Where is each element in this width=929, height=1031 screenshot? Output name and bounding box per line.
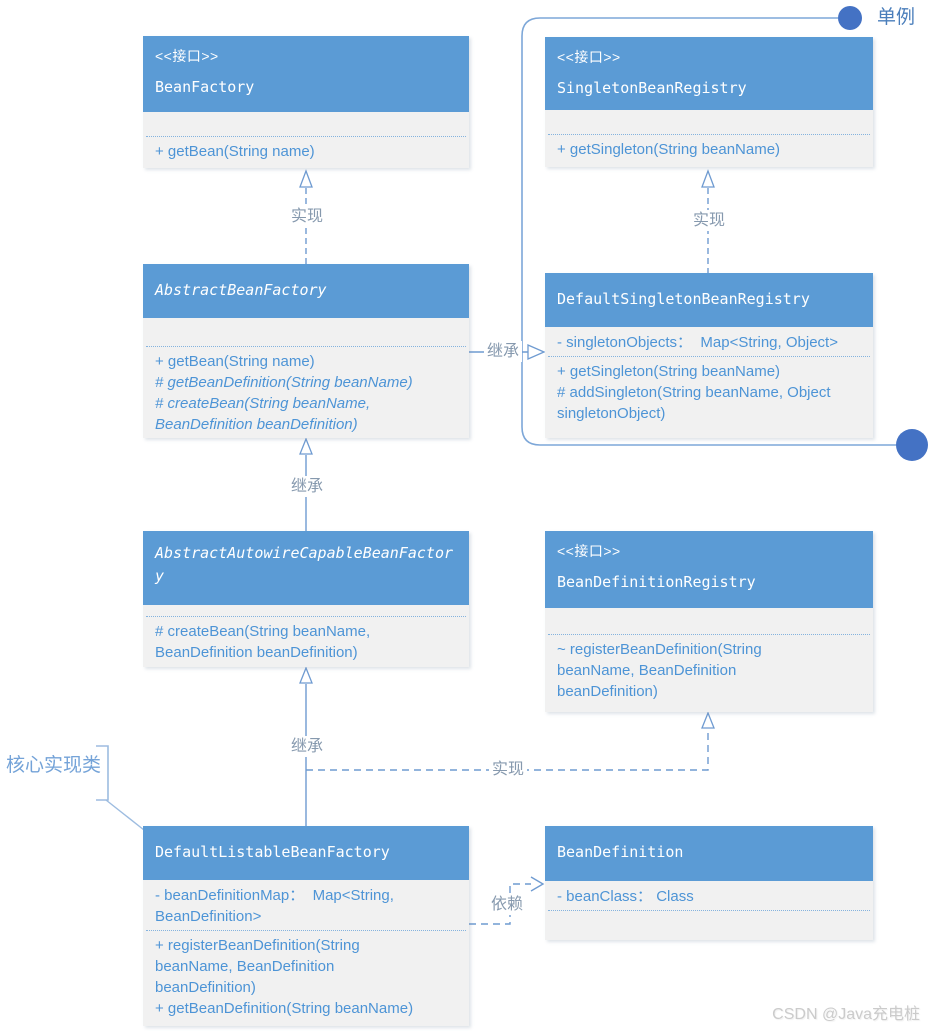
inherit-arrowhead-registry bbox=[527, 344, 546, 360]
method: # getBeanDefinition(String beanName) bbox=[155, 374, 413, 391]
class-body: ~ registerBeanDefinition(String beanName… bbox=[545, 608, 873, 712]
class-name: DefaultListableBeanFactory bbox=[155, 843, 390, 861]
depend-arrowhead-beandefinition bbox=[530, 876, 545, 892]
method: # addSingleton(String beanName, Object s… bbox=[557, 384, 831, 422]
method: # createBean(String beanName, BeanDefini… bbox=[155, 395, 371, 433]
method: # createBean(String beanName, BeanDefini… bbox=[155, 623, 371, 661]
member-separator bbox=[548, 634, 870, 635]
method: + getBean(String name) bbox=[155, 353, 315, 370]
edge-label-realize-singletonregistry: 实现 bbox=[690, 210, 729, 231]
edge-label-inherit-abstract: 继承 bbox=[288, 476, 327, 497]
class-header: AbstractAutowireCapableBeanFactory bbox=[143, 531, 469, 605]
class-header: BeanDefinition bbox=[545, 826, 873, 881]
class-singleton-bean-registry: <<接口>> SingletonBeanRegistry + getSingle… bbox=[545, 37, 873, 167]
edge-label-inherit-listable: 继承 bbox=[288, 736, 327, 757]
realize-arrowhead-definitionregistry bbox=[701, 711, 715, 729]
core-impl-leader-line bbox=[105, 799, 145, 831]
class-default-singleton-bean-registry: DefaultSingletonBeanRegistry - singleton… bbox=[545, 273, 873, 438]
class-bean-definition-registry: <<接口>> BeanDefinitionRegistry ~ register… bbox=[545, 531, 873, 712]
member-separator bbox=[548, 134, 870, 135]
class-bean-factory: <<接口>> BeanFactory + getBean(String name… bbox=[143, 36, 469, 168]
field: - beanDefinitionMap： Map<String, BeanDef… bbox=[155, 887, 394, 925]
edge-label-inherit-registry: 继承 bbox=[484, 341, 523, 362]
method: + registerBeanDefinition(String beanName… bbox=[155, 937, 360, 996]
core-impl-bracket bbox=[96, 745, 109, 801]
core-impl-annotation: 核心实现类 bbox=[6, 755, 102, 776]
method: + getSingleton(String beanName) bbox=[557, 363, 781, 380]
class-header: DefaultSingletonBeanRegistry bbox=[545, 273, 873, 327]
method: + getSingleton(String beanName) bbox=[557, 141, 781, 158]
realize-arrowhead-beanfactory bbox=[299, 169, 313, 188]
class-header: <<接口>> BeanDefinitionRegistry bbox=[545, 531, 873, 608]
class-header: <<接口>> SingletonBeanRegistry bbox=[545, 37, 873, 110]
stereotype-label: <<接口>> bbox=[557, 49, 621, 65]
realize-arrowhead-singletonregistry bbox=[701, 169, 715, 188]
inherit-arrowhead-listable bbox=[299, 666, 313, 684]
class-name: SingletonBeanRegistry bbox=[557, 79, 747, 97]
method: ~ registerBeanDefinition(String beanName… bbox=[557, 641, 762, 700]
class-name: BeanFactory bbox=[155, 78, 255, 96]
class-abstract-bean-factory: AbstractBeanFactory + getBean(String nam… bbox=[143, 264, 469, 438]
stereotype-label: <<接口>> bbox=[155, 48, 219, 64]
inherit-arrowhead-abstract bbox=[299, 437, 313, 455]
class-body: - beanDefinitionMap： Map<String, BeanDef… bbox=[143, 880, 469, 1026]
class-bean-definition: BeanDefinition - beanClass： Class bbox=[545, 826, 873, 940]
class-name: BeanDefinitionRegistry bbox=[557, 573, 756, 591]
class-header: AbstractBeanFactory bbox=[143, 264, 469, 318]
class-body: - singletonObjects： Map<String, Object> … bbox=[545, 327, 873, 438]
class-body: # createBean(String beanName, BeanDefini… bbox=[143, 605, 469, 667]
edge-label-realize-beanfactory: 实现 bbox=[288, 206, 327, 227]
member-separator bbox=[548, 356, 870, 357]
edge-label-depend-beandefinition: 依赖 bbox=[488, 894, 527, 915]
method: + getBeanDefinition(String beanName) bbox=[155, 1000, 414, 1017]
member-separator bbox=[146, 930, 466, 931]
edge-label-realize-definitionregistry: 实现 bbox=[489, 759, 528, 780]
realize-edge-definitionregistry bbox=[306, 729, 709, 771]
member-separator bbox=[146, 616, 466, 617]
class-header: DefaultListableBeanFactory bbox=[143, 826, 469, 880]
member-separator bbox=[146, 346, 466, 347]
class-body: + getSingleton(String beanName) bbox=[545, 110, 873, 167]
watermark: CSDN @Java充电桩 bbox=[772, 1006, 920, 1023]
field: - singletonObjects： Map<String, Object> bbox=[557, 334, 838, 351]
singleton-annotation: 单例 bbox=[877, 7, 916, 28]
stereotype-label: <<接口>> bbox=[557, 543, 621, 559]
field: - beanClass： Class bbox=[557, 888, 694, 905]
class-default-listable-bean-factory: DefaultListableBeanFactory - beanDefinit… bbox=[143, 826, 469, 1026]
member-separator bbox=[146, 136, 466, 137]
class-body: - beanClass： Class bbox=[545, 881, 873, 940]
singleton-callout-dot-top bbox=[838, 6, 862, 30]
class-name: BeanDefinition bbox=[557, 843, 684, 861]
class-name: DefaultSingletonBeanRegistry bbox=[557, 290, 810, 308]
singleton-callout-dot-bottom bbox=[896, 429, 928, 461]
member-separator bbox=[548, 910, 870, 911]
class-header: <<接口>> BeanFactory bbox=[143, 36, 469, 112]
class-name: AbstractBeanFactory bbox=[155, 281, 327, 299]
class-abstract-autowire-capable-bean-factory: AbstractAutowireCapableBeanFactory # cre… bbox=[143, 531, 469, 667]
class-body: + getBean(String name) bbox=[143, 112, 469, 168]
class-body: + getBean(String name) # getBeanDefiniti… bbox=[143, 318, 469, 438]
method: + getBean(String name) bbox=[155, 143, 315, 160]
singleton-callout-outline bbox=[521, 17, 896, 446]
class-name: AbstractAutowireCapableBeanFactory bbox=[155, 544, 454, 585]
